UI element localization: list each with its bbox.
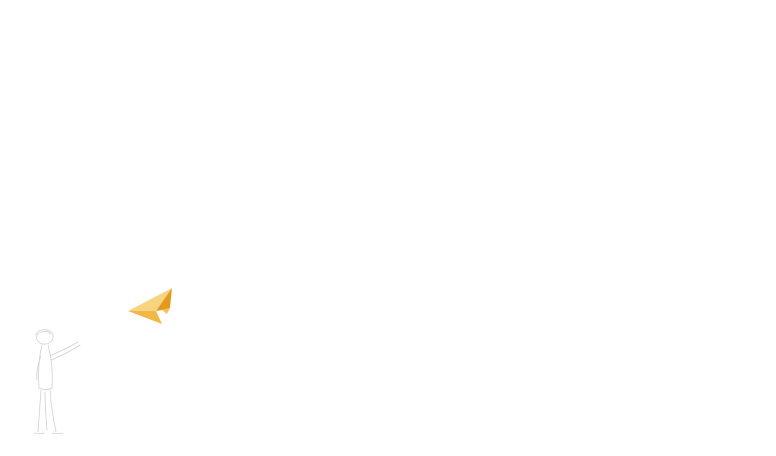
paper-plane-icon xyxy=(128,288,172,324)
person-throwing-sketch-icon xyxy=(33,329,81,435)
